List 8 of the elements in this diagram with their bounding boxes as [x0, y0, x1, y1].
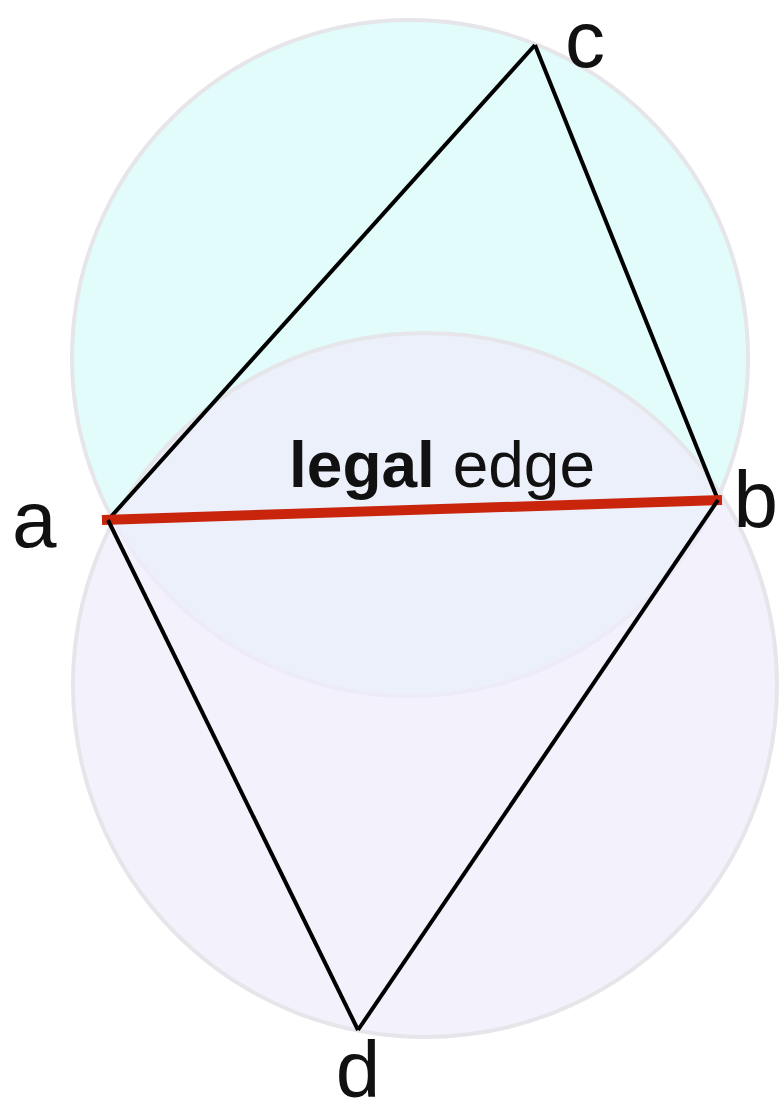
vertex-label: a: [12, 470, 108, 570]
highlighted-edge: [101, 495, 723, 525]
triangle-edge: [356, 498, 720, 1032]
vertex-label: d: [328, 1030, 388, 1110]
vertex-label: c: [535, 0, 605, 90]
triangle-edge: [106, 519, 360, 1031]
edge-label: legal edge: [289, 428, 595, 502]
vertex-label: b: [718, 450, 778, 550]
